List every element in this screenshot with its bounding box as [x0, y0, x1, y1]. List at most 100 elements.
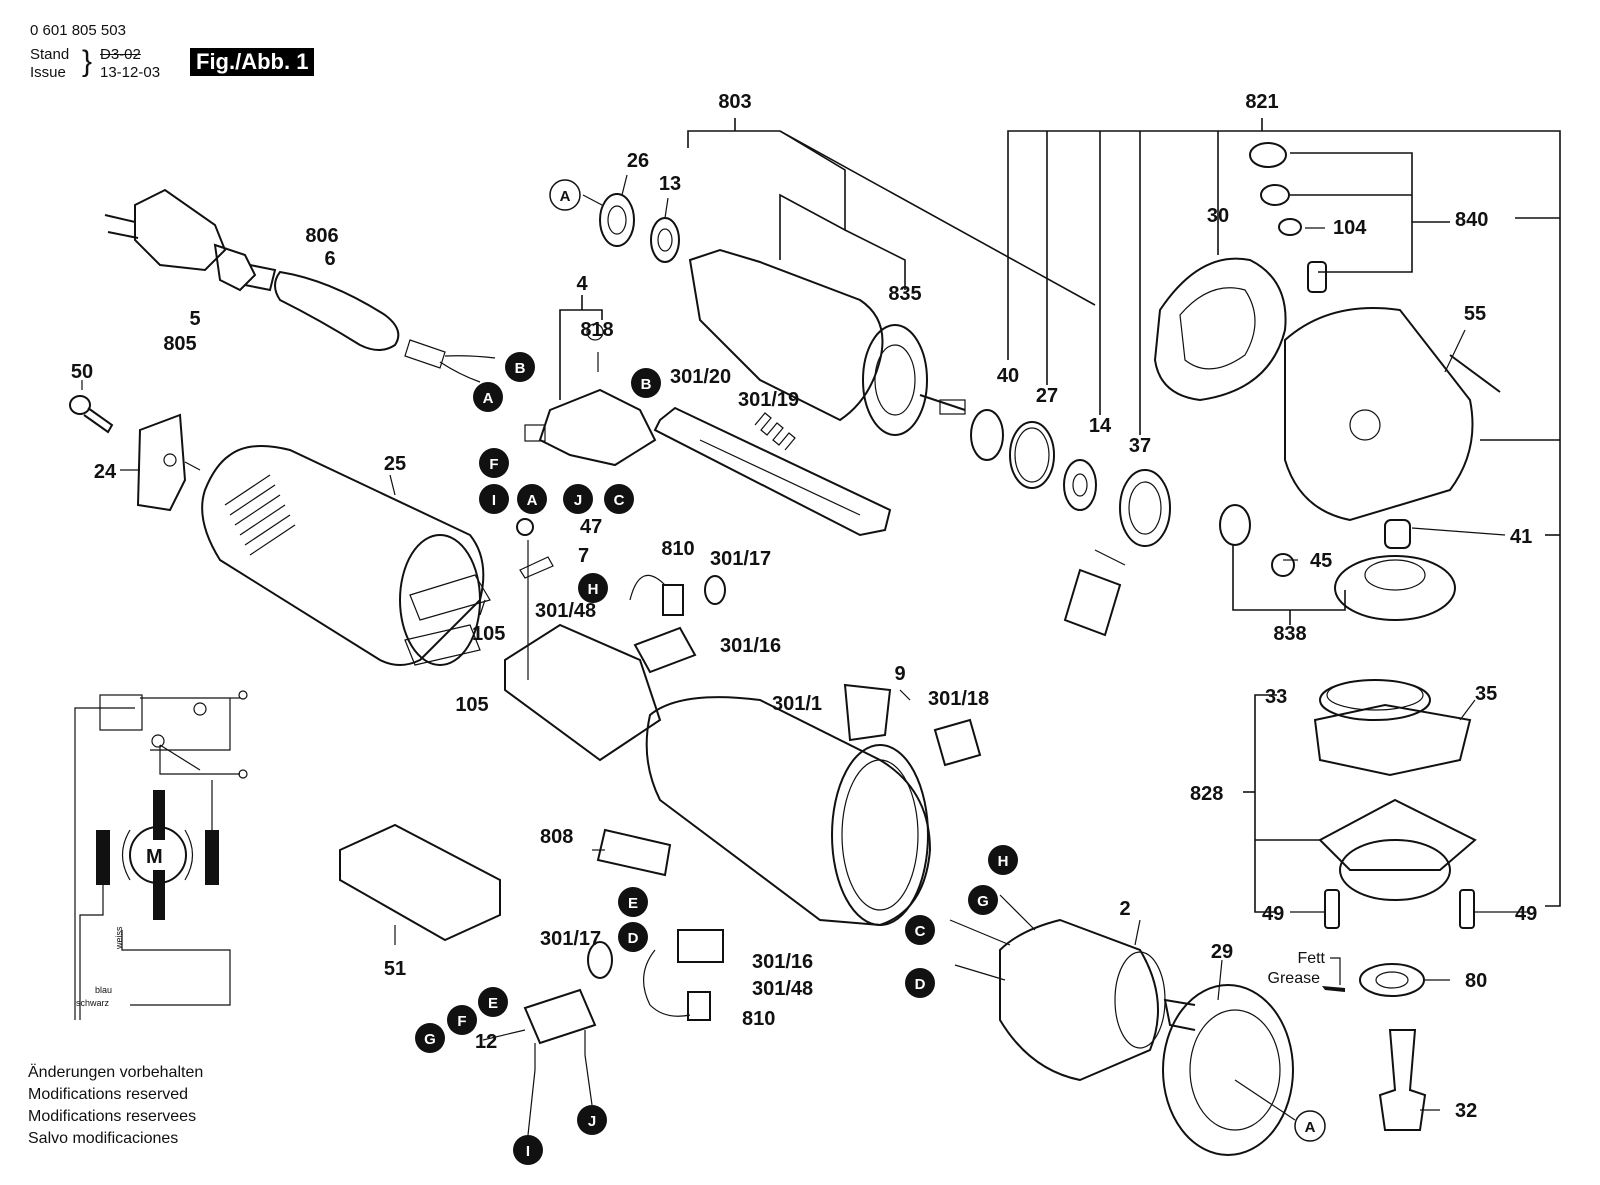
interference-filter-51 — [339, 823, 501, 942]
switch-301-18 — [933, 718, 982, 767]
svg-text:G: G — [424, 1031, 436, 1048]
svg-text:B: B — [515, 360, 526, 377]
marker-H-field: H — [988, 845, 1018, 875]
stand-issue-labels: Stand Issue — [30, 46, 69, 82]
switch-carrier — [504, 623, 662, 762]
marker-A-outline-bottom: A — [1294, 1110, 1326, 1142]
figure-label: Fig./Abb. 1 — [190, 48, 315, 76]
bracket-840 — [1290, 152, 1560, 273]
footer-line-es: Salvo modificaciones — [28, 1130, 179, 1147]
marker-C-top: C — [604, 484, 634, 514]
label-105-right: 105 — [472, 623, 505, 645]
gear-housing — [1284, 307, 1501, 522]
wire-blau: blau — [95, 985, 112, 995]
label-33: 33 — [1265, 686, 1287, 708]
svg-text:D: D — [915, 976, 926, 993]
bracket-838 — [1232, 545, 1346, 625]
label-24: 24 — [94, 461, 117, 483]
svg-text:I: I — [526, 1143, 530, 1160]
label-301-17-top: 301/17 — [710, 548, 771, 570]
svg-text:E: E — [488, 995, 498, 1012]
label-301-16-top: 301/16 — [720, 635, 781, 657]
label-301-1: 301/1 — [772, 693, 822, 715]
label-301-20: 301/20 — [670, 366, 731, 388]
label-838: 838 — [1273, 623, 1306, 645]
spindle-32 — [1378, 1029, 1427, 1131]
label-301-18: 301/18 — [928, 688, 989, 710]
field-coil-2 — [949, 894, 1166, 1082]
svg-text:I: I — [492, 492, 496, 509]
marker-D-field: D — [905, 968, 935, 998]
wiring-diagram: M weiss blau schwarz — [74, 690, 248, 1020]
svg-text:H: H — [998, 853, 1009, 870]
wire-weiss: weiss — [114, 926, 124, 950]
bearing-14 — [1063, 459, 1097, 511]
grease-note: Fett Grease — [1268, 950, 1345, 992]
label-9 — [843, 683, 892, 742]
footer-line-en: Modifications reserved — [28, 1086, 189, 1103]
spindle-gear-838 — [1219, 504, 1456, 621]
guide-plate-301-20 — [653, 406, 892, 537]
svg-text:F: F — [489, 456, 498, 473]
label-13: 13 — [659, 173, 681, 195]
label-835: 835 — [888, 283, 921, 305]
marker-E-lower: E — [618, 887, 648, 917]
cap-840 — [1249, 142, 1327, 293]
footer-line-fr: Modifications reservees — [28, 1108, 197, 1125]
label-104: 104 — [1333, 217, 1367, 239]
marker-G-field: G — [968, 885, 998, 915]
modifications-notice: Änderungen vorbehalten Modifications res… — [28, 1062, 203, 1150]
marker-F-filter: F — [447, 1005, 477, 1035]
svg-text:F: F — [457, 1013, 466, 1030]
label-810-bottom: 810 — [742, 1008, 775, 1030]
label-51: 51 — [384, 958, 406, 980]
marker-A-holder: A — [517, 484, 547, 514]
label-808: 808 — [540, 826, 573, 848]
marker-A-cable: A — [473, 382, 503, 412]
svg-text:E: E — [628, 895, 638, 912]
label-803: 803 — [718, 91, 751, 113]
marker-A-outline-top: A — [549, 179, 581, 211]
bracket-803 — [687, 118, 1096, 306]
svg-text:J: J — [574, 492, 582, 509]
dates: D3-02 13-12-03 — [100, 46, 160, 82]
bearing-26 — [599, 193, 635, 247]
svg-text:A: A — [1305, 1119, 1316, 1136]
label-301-48-top: 301/48 — [535, 600, 596, 622]
wire-schwarz: schwarz — [76, 998, 110, 1008]
bracket-4 — [559, 295, 603, 400]
label-105-bottom: 105 — [455, 694, 488, 716]
bearing-37 — [1119, 469, 1171, 547]
gasket-33 — [1319, 679, 1431, 721]
label-27: 27 — [1036, 385, 1058, 407]
label-12: 12 — [475, 1031, 497, 1053]
label-4: 4 — [576, 273, 588, 295]
stand-label: Stand — [30, 46, 70, 63]
label-828: 828 — [1190, 783, 1223, 805]
label-301-48-bottom: 301/48 — [752, 978, 813, 1000]
label-80: 80 — [1465, 970, 1487, 992]
svg-text:C: C — [915, 923, 926, 940]
svg-text:A: A — [527, 492, 538, 509]
label-301-16-bottom: 301/16 — [752, 951, 813, 973]
circlip-40 — [970, 409, 1004, 461]
label-32: 32 — [1455, 1100, 1477, 1122]
spring-301-19 — [754, 412, 796, 451]
plate-35 — [1313, 703, 1472, 777]
part-labels: 803 821 26 13 30 104 840 806 6 5 805 835… — [71, 91, 1537, 1122]
label-49-right: 49 — [1515, 903, 1537, 925]
marker-F: F — [479, 448, 509, 478]
cable-sleeve — [274, 270, 496, 383]
issue-date: 13-12-03 — [100, 64, 161, 81]
label-840: 840 — [1455, 209, 1488, 231]
label-25: 25 — [384, 453, 406, 475]
marker-C-field: C — [905, 915, 935, 945]
old-date: D3-02 — [100, 46, 141, 63]
connector-markers: A B A B F I A J C H E D H G C D G F E I … — [415, 179, 1326, 1165]
brush-holder-upper — [629, 574, 726, 674]
svg-text:A: A — [560, 188, 571, 205]
marker-B-cable: B — [505, 352, 535, 382]
svg-text:G: G — [977, 893, 989, 910]
label-55: 55 — [1464, 303, 1486, 325]
